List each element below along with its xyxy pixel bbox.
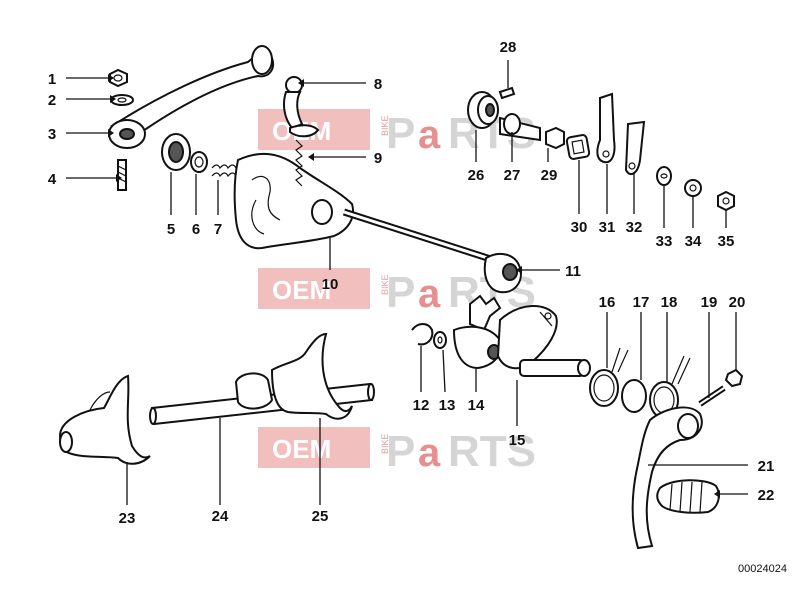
part-plate-31 <box>596 92 616 164</box>
part-block-30 <box>565 134 591 160</box>
part-nut-20 <box>724 368 744 388</box>
label-20: 20 <box>729 294 746 311</box>
diagram-code: 00024024 <box>738 563 787 575</box>
label-23: 23 <box>119 510 136 527</box>
label-14: 14 <box>468 397 485 414</box>
label-11: 11 <box>565 263 581 280</box>
part-spring-7 <box>211 164 237 178</box>
label-12: 12 <box>413 397 430 414</box>
label-8: 8 <box>374 76 382 93</box>
label-17: 17 <box>633 294 650 311</box>
part-washer-13 <box>433 331 447 349</box>
watermark-bottom: OEM BIKE P a RTS <box>258 427 536 476</box>
label-31: 31 <box>599 219 616 236</box>
part-lockwasher-34 <box>684 179 702 197</box>
label-34: 34 <box>685 233 702 250</box>
part-gear-26 <box>467 91 499 129</box>
svg-text:OEM: OEM <box>272 434 331 464</box>
svg-text:BIKE: BIKE <box>380 274 390 295</box>
part-nut-35 <box>717 190 735 212</box>
svg-text:P: P <box>386 427 415 476</box>
part-bolt-19 <box>698 385 726 407</box>
svg-text:P: P <box>386 109 415 158</box>
part-foot-shift-lever <box>631 406 703 550</box>
label-3: 3 <box>48 126 56 143</box>
label-26: 26 <box>468 167 485 184</box>
leader-dots <box>108 74 720 498</box>
part-nut-29 <box>545 126 565 150</box>
svg-text:a: a <box>418 431 441 475</box>
part-selector-segment <box>452 252 522 370</box>
svg-text:BIKE: BIKE <box>380 433 390 454</box>
label-33: 33 <box>656 233 673 250</box>
part-ring-17 <box>621 379 647 413</box>
label-4: 4 <box>48 171 57 188</box>
label-18: 18 <box>661 294 678 311</box>
label-2: 2 <box>48 92 56 109</box>
label-15: 15 <box>509 432 526 449</box>
part-lever-arm <box>108 45 274 149</box>
label-16: 16 <box>599 294 616 311</box>
label-32: 32 <box>626 219 643 236</box>
label-5: 5 <box>167 221 175 238</box>
label-19: 19 <box>701 294 718 311</box>
svg-text:P: P <box>386 268 415 317</box>
leader-lines <box>66 60 748 505</box>
label-13: 13 <box>439 397 456 414</box>
label-24: 24 <box>212 508 229 525</box>
svg-text:RTS: RTS <box>448 427 536 476</box>
label-22: 22 <box>758 487 775 504</box>
part-stud <box>117 159 127 191</box>
svg-text:a: a <box>418 113 441 157</box>
part-main-shaft <box>342 208 502 266</box>
label-10: 10 <box>322 276 339 293</box>
label-30: 30 <box>571 219 588 236</box>
part-bearing <box>161 133 191 171</box>
label-25: 25 <box>312 508 329 525</box>
label-9: 9 <box>374 150 382 167</box>
part-shift-fork-25 <box>270 332 353 420</box>
part-shift-plate <box>233 152 354 250</box>
label-29: 29 <box>541 167 558 184</box>
svg-text:BIKE: BIKE <box>380 115 390 136</box>
svg-text:a: a <box>418 272 441 316</box>
label-1: 1 <box>48 71 56 88</box>
part-shift-fork-23 <box>58 374 151 465</box>
part-pin-28 <box>498 86 516 100</box>
label-6: 6 <box>192 221 200 238</box>
label-35: 35 <box>718 233 735 250</box>
part-return-spring-16 <box>589 347 629 407</box>
part-circlip-12 <box>411 323 434 346</box>
part-plate-32 <box>624 120 646 176</box>
part-washer-33 <box>656 166 672 186</box>
label-21: 21 <box>758 458 775 475</box>
label-28: 28 <box>500 39 517 56</box>
label-27: 27 <box>504 167 521 184</box>
part-nut <box>109 68 128 88</box>
part-spring-hook <box>283 76 320 138</box>
part-shift-lever-shaft <box>496 304 591 377</box>
part-washer-6 <box>190 151 208 173</box>
part-spring-9 <box>295 139 303 187</box>
svg-text:OEM: OEM <box>272 275 331 305</box>
part-foot-rubber <box>656 479 720 514</box>
part-number-labels: 1 2 3 4 5 6 7 8 9 10 11 12 13 14 15 16 1… <box>48 39 775 527</box>
label-7: 7 <box>214 221 222 238</box>
